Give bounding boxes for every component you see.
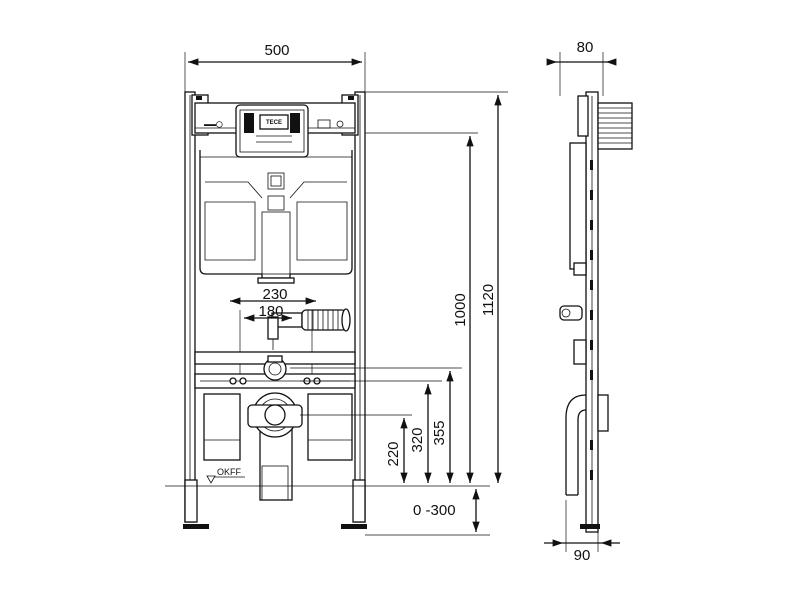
front-view: 500 ▬▬◯ (165, 42, 490, 529)
floor-level: OKFF (165, 467, 490, 487)
floor-level-label: OKFF (217, 467, 242, 477)
dimension-230-label: 230 (262, 286, 287, 303)
dimension-0-300: 0 -300 (413, 489, 480, 532)
side-flush-frame (597, 102, 633, 150)
brand-logo: TECE (266, 120, 282, 126)
dimension-90: 90 (544, 500, 620, 564)
dimension-500-label: 500 (264, 42, 289, 59)
dimension-320-label: 320 (409, 427, 426, 452)
dimension-220: 220 (385, 418, 408, 483)
dimension-500: 500 (184, 42, 366, 100)
dimension-220-label: 220 (385, 441, 402, 466)
drain-connector (257, 277, 351, 350)
cistern-ribs-left (204, 201, 256, 261)
dimension-80-label: 80 (577, 39, 594, 56)
side-drain-bend (565, 394, 609, 496)
left-post (183, 91, 209, 529)
drain-bend (203, 392, 353, 501)
dimension-0-300-label: 0 -300 (413, 502, 456, 519)
dimension-180-label: 180 (258, 303, 283, 320)
cistern (199, 150, 353, 279)
dimension-1120-label: 1120 (480, 284, 497, 316)
corrugated-hose (301, 308, 351, 332)
mounting-rail (194, 351, 356, 389)
dimension-230: 230 (230, 286, 316, 305)
dimension-1120: 1120 (480, 95, 502, 483)
dimension-180: 180 (244, 303, 292, 322)
dimension-1000-label: 1000 (452, 293, 469, 326)
dimension-80: 80 (546, 39, 617, 96)
dimension-355-label: 355 (431, 420, 448, 445)
vertical-dimensions: 1120 1000 355 320 220 0 -300 (290, 91, 508, 536)
side-view: 80 (544, 39, 633, 564)
dimension-355: 355 (431, 371, 454, 483)
svg-text:▬▬◯: ▬▬◯ (204, 121, 223, 128)
dimension-320: 320 (409, 384, 432, 483)
side-slots (590, 160, 593, 480)
dimension-1000: 1000 (452, 136, 474, 483)
side-hose-fitting (559, 305, 587, 365)
flush-plate-mount: TECE (235, 104, 309, 158)
cistern-ribs-right (296, 201, 348, 261)
dimension-90-label: 90 (574, 547, 591, 564)
